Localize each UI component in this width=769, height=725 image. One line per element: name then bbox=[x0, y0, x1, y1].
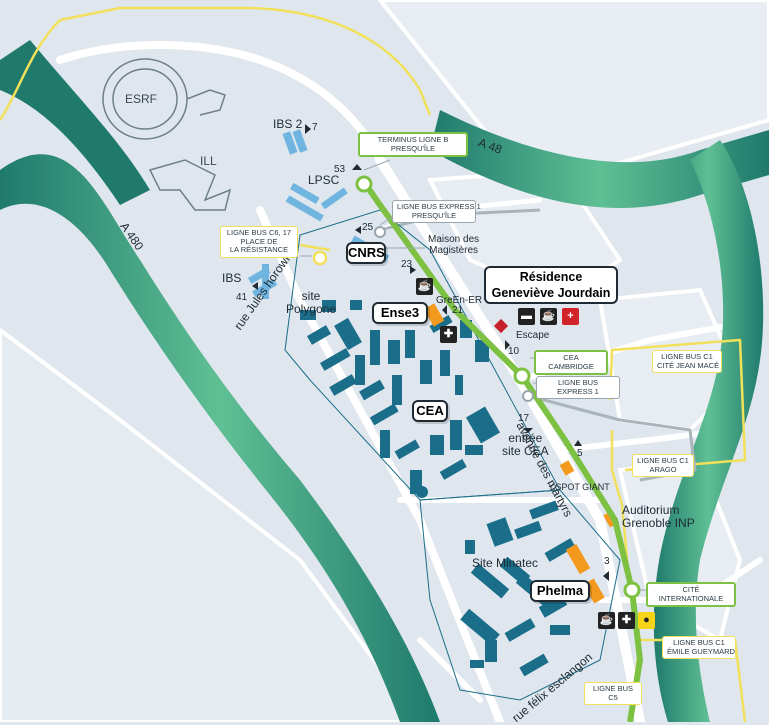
gate-41: 41 bbox=[236, 292, 248, 303]
stop-express1-presquile[interactable]: LIGNE BUS EXPRESS 1 PRESQU'ÎLE bbox=[392, 200, 481, 224]
stop-terminus-ligne-b[interactable]: TERMINUS LIGNE B PRESQU'ÎLE bbox=[358, 132, 468, 158]
gate-53: 53 bbox=[334, 164, 346, 175]
maison-magisteres-label: Maison des Magistères bbox=[428, 234, 480, 256]
gate-7: 7 bbox=[312, 122, 318, 133]
phelma-tag: Phelma bbox=[530, 580, 590, 602]
cnrs-tag: CNRS bbox=[346, 242, 386, 264]
gate-10: 10 bbox=[508, 346, 520, 357]
coffee-icon: ☕ bbox=[540, 308, 557, 325]
gate-23: 23 bbox=[401, 259, 413, 270]
gate-17: 17 bbox=[518, 413, 530, 424]
gate-5: 5 bbox=[577, 448, 583, 459]
green-er-label: GreEn-ER bbox=[436, 295, 483, 306]
stop-c1-emile-gueymard[interactable]: LIGNE BUS C1 ÉMILE GUEYMARD bbox=[662, 636, 736, 660]
restaurant-icon: ✚ bbox=[440, 326, 457, 343]
ill-label: ILL bbox=[200, 154, 217, 168]
stop-bus-c6[interactable]: LIGNE BUS C6, 17 PLACE DE LA RÉSISTANCE bbox=[220, 226, 298, 258]
coffee-icon: ☕ bbox=[598, 612, 615, 629]
stop-cea-cambridge[interactable]: CEA CAMBRIDGE bbox=[534, 350, 608, 376]
entree-cea-label: entrée site CEA bbox=[502, 431, 549, 459]
residence-tag: Résidence Geneviève Jourdain bbox=[484, 266, 618, 304]
restaurant-icon: ✚ bbox=[618, 612, 635, 629]
esrf-label: ESRF bbox=[125, 92, 158, 106]
gate-21: 21 bbox=[452, 305, 464, 316]
minatec-label: Site Minatec bbox=[472, 556, 539, 570]
auditorium-label: Auditorium Grenoble INP bbox=[622, 503, 695, 531]
site-polygone-label: site Polygone bbox=[286, 289, 337, 317]
stop-express1[interactable]: LIGNE BUS EXPRESS 1 bbox=[536, 376, 620, 400]
stop-cite-internationale[interactable]: CITÉ INTERNATIONALE bbox=[646, 582, 736, 608]
yspot-label: Y.SPOT GIANT bbox=[548, 482, 610, 492]
ibs-label: IBS bbox=[222, 271, 242, 285]
bicycle-icon: ● bbox=[638, 612, 655, 629]
escape-label: Escape bbox=[516, 330, 550, 341]
bed-icon: ▬ bbox=[518, 308, 535, 325]
ibs2-label: IBS 2 bbox=[273, 117, 303, 131]
stop-c5[interactable]: LIGNE BUS C5 bbox=[584, 682, 642, 706]
coffee-icon: ☕ bbox=[416, 278, 433, 295]
gate-25: 25 bbox=[362, 222, 374, 233]
cea-tag: CEA bbox=[412, 400, 448, 422]
lpsc-label: LPSC bbox=[308, 173, 340, 187]
gate-3: 3 bbox=[604, 556, 610, 567]
stop-c1-arago[interactable]: LIGNE BUS C1 ARAGO bbox=[632, 454, 694, 478]
ense3-tag: Ense3 bbox=[372, 302, 428, 324]
first-aid-icon: + bbox=[562, 308, 579, 325]
stop-c1-jean-mace[interactable]: LIGNE BUS C1 CITÉ JEAN MACÉ bbox=[652, 350, 722, 374]
